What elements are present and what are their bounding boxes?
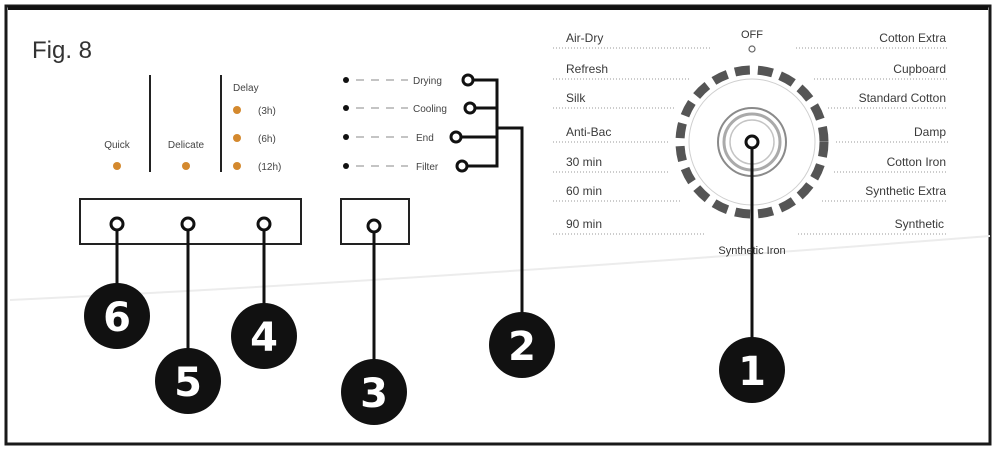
program-60-min: 60 min [566,184,602,198]
figure-border [4,4,992,446]
delay-label: Delay [233,83,259,94]
indicator-ring [455,159,469,173]
callout-badge [719,337,785,403]
callout-6: 6 [84,283,150,349]
program-30-min: 30 min [566,155,602,169]
figure-title: Fig. 8 [32,37,92,64]
indicator-filter: Filter [343,159,469,173]
callout-3: 3 [341,359,407,425]
callout-2: 2 [489,312,555,378]
option-buttons-panel [79,198,302,245]
delay-12h-label: (12h) [258,162,281,173]
program-damp: Damp [914,125,946,139]
callout-5: 5 [155,348,221,414]
off-marker [748,45,756,53]
program-cupboard: Cupboard [893,62,946,76]
indicator-label: End [416,133,434,144]
quick-label: Quick [104,140,131,151]
program-cotton-extra: Cotton Extra [879,31,946,45]
program-air-dry: Air-Dry [566,31,603,45]
indicator-label: Drying [413,76,442,87]
indicator-label: Filter [416,162,439,173]
indicator-ring [461,73,475,87]
delay-12h-led [233,162,241,170]
delay-3h-led [233,106,241,114]
indicator-dot [343,163,349,169]
program-silk: Silk [566,91,586,105]
callout-number: 1 [738,349,766,395]
start-pause-button[interactable] [366,218,382,234]
indicator-dot [343,134,349,140]
callout-badge [341,359,407,425]
callout-4: 4 [231,303,297,369]
program-selector-knob[interactable] [744,134,760,150]
delay-6h-led [233,134,241,142]
callout-badge [84,283,150,349]
program-standard-cotton: Standard Cotton [859,91,946,105]
indicator-bracket [461,78,524,318]
delicate-button[interactable] [180,216,196,232]
program-anti-bac: Anti-Bac [566,125,611,139]
program-cotton-iron: Cotton Iron [887,155,946,169]
dial-segment-ring [675,65,829,219]
indicator-ring [463,101,477,115]
delicate-led [182,162,190,170]
program-labels-right: Cotton Extra Cupboard Standard Cotton Da… [796,31,948,235]
program-refresh: Refresh [566,62,608,76]
program-synthetic-extra: Synthetic Extra [865,184,946,198]
callout-number: 6 [103,295,131,341]
indicator-ring [449,130,463,144]
callout-badge [155,348,221,414]
indicator-dot [343,105,349,111]
indicator-label: Cooling [413,104,447,115]
delicate-label: Delicate [168,140,205,151]
callout-1: 1 [719,337,785,403]
callout-number: 5 [174,360,202,406]
quick-led [113,162,121,170]
program-synthetic-iron: Synthetic Iron [718,245,785,257]
callout-number: 4 [250,315,278,361]
delay-6h-label: (6h) [258,134,276,145]
delay-3h-label: (3h) [258,106,276,117]
indicator-dot [343,77,349,83]
callout-badge [489,312,555,378]
callout-badge [231,303,297,369]
callout-number: 2 [508,324,536,370]
program-labels-left: Air-Dry Refresh Silk Anti-Bac 30 min 60 … [553,31,710,235]
indicator-cooling: Cooling [343,101,477,115]
quick-button[interactable] [109,216,125,232]
program-synthetic: Synthetic [895,217,944,231]
callout-number: 3 [360,371,388,417]
program-90-min: 90 min [566,217,602,231]
delay-button[interactable] [256,216,272,232]
off-label: OFF [741,29,763,41]
